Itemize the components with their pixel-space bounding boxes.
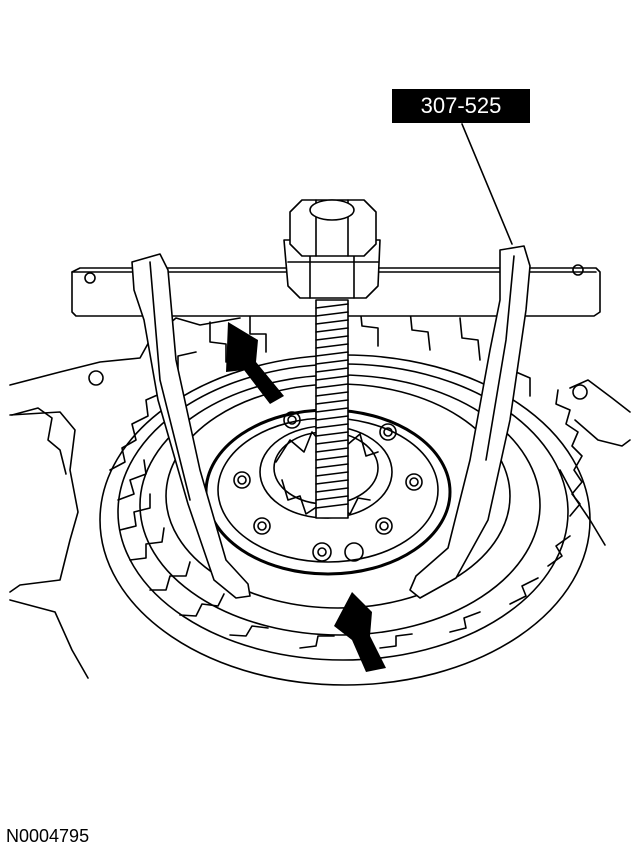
clutch-drum [99,305,591,686]
arrow-lower-center [334,592,386,672]
callout-leader-line [461,123,513,245]
transmission-case [9,317,631,679]
arrow-upper-left [226,322,284,404]
puller-left-leg [131,253,251,599]
figure-code: N0004795 [6,826,90,846]
tool-callout-label: 307-525 [392,89,530,123]
screw-hex-nut [283,199,381,299]
puller-right-leg [409,245,531,599]
forcing-screw [315,299,349,519]
